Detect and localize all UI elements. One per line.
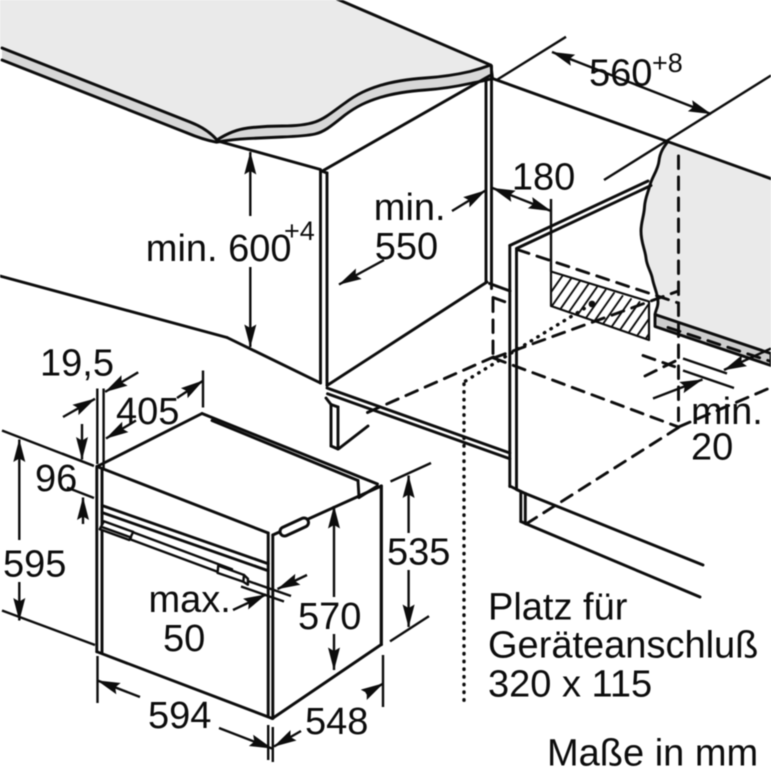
svg-text:594: 594 bbox=[148, 695, 211, 737]
svg-text:405: 405 bbox=[116, 391, 179, 433]
svg-text:Geräteanschluß: Geräteanschluß bbox=[488, 624, 758, 666]
svg-text:+8: +8 bbox=[652, 48, 683, 78]
svg-text:50: 50 bbox=[163, 618, 205, 660]
svg-text:20: 20 bbox=[691, 427, 733, 469]
svg-text:19,5: 19,5 bbox=[40, 343, 114, 385]
svg-text:180: 180 bbox=[512, 157, 575, 199]
svg-text:+4: +4 bbox=[284, 216, 315, 246]
svg-text:96: 96 bbox=[35, 458, 77, 500]
svg-text:min.: min. bbox=[691, 391, 763, 433]
svg-text:535: 535 bbox=[387, 532, 450, 574]
svg-text:min. 600: min. 600 bbox=[146, 228, 292, 270]
svg-text:570: 570 bbox=[298, 596, 361, 638]
svg-text:min.: min. bbox=[374, 187, 446, 229]
svg-text:Platz für: Platz für bbox=[488, 587, 628, 629]
svg-text:560: 560 bbox=[589, 52, 652, 94]
svg-text:320 x 115: 320 x 115 bbox=[488, 663, 652, 705]
svg-text:max.: max. bbox=[149, 579, 231, 621]
svg-text:Maße in mm: Maße in mm bbox=[547, 733, 758, 771]
svg-text:550: 550 bbox=[375, 226, 438, 268]
svg-text:548: 548 bbox=[305, 701, 368, 743]
svg-text:595: 595 bbox=[3, 544, 66, 586]
